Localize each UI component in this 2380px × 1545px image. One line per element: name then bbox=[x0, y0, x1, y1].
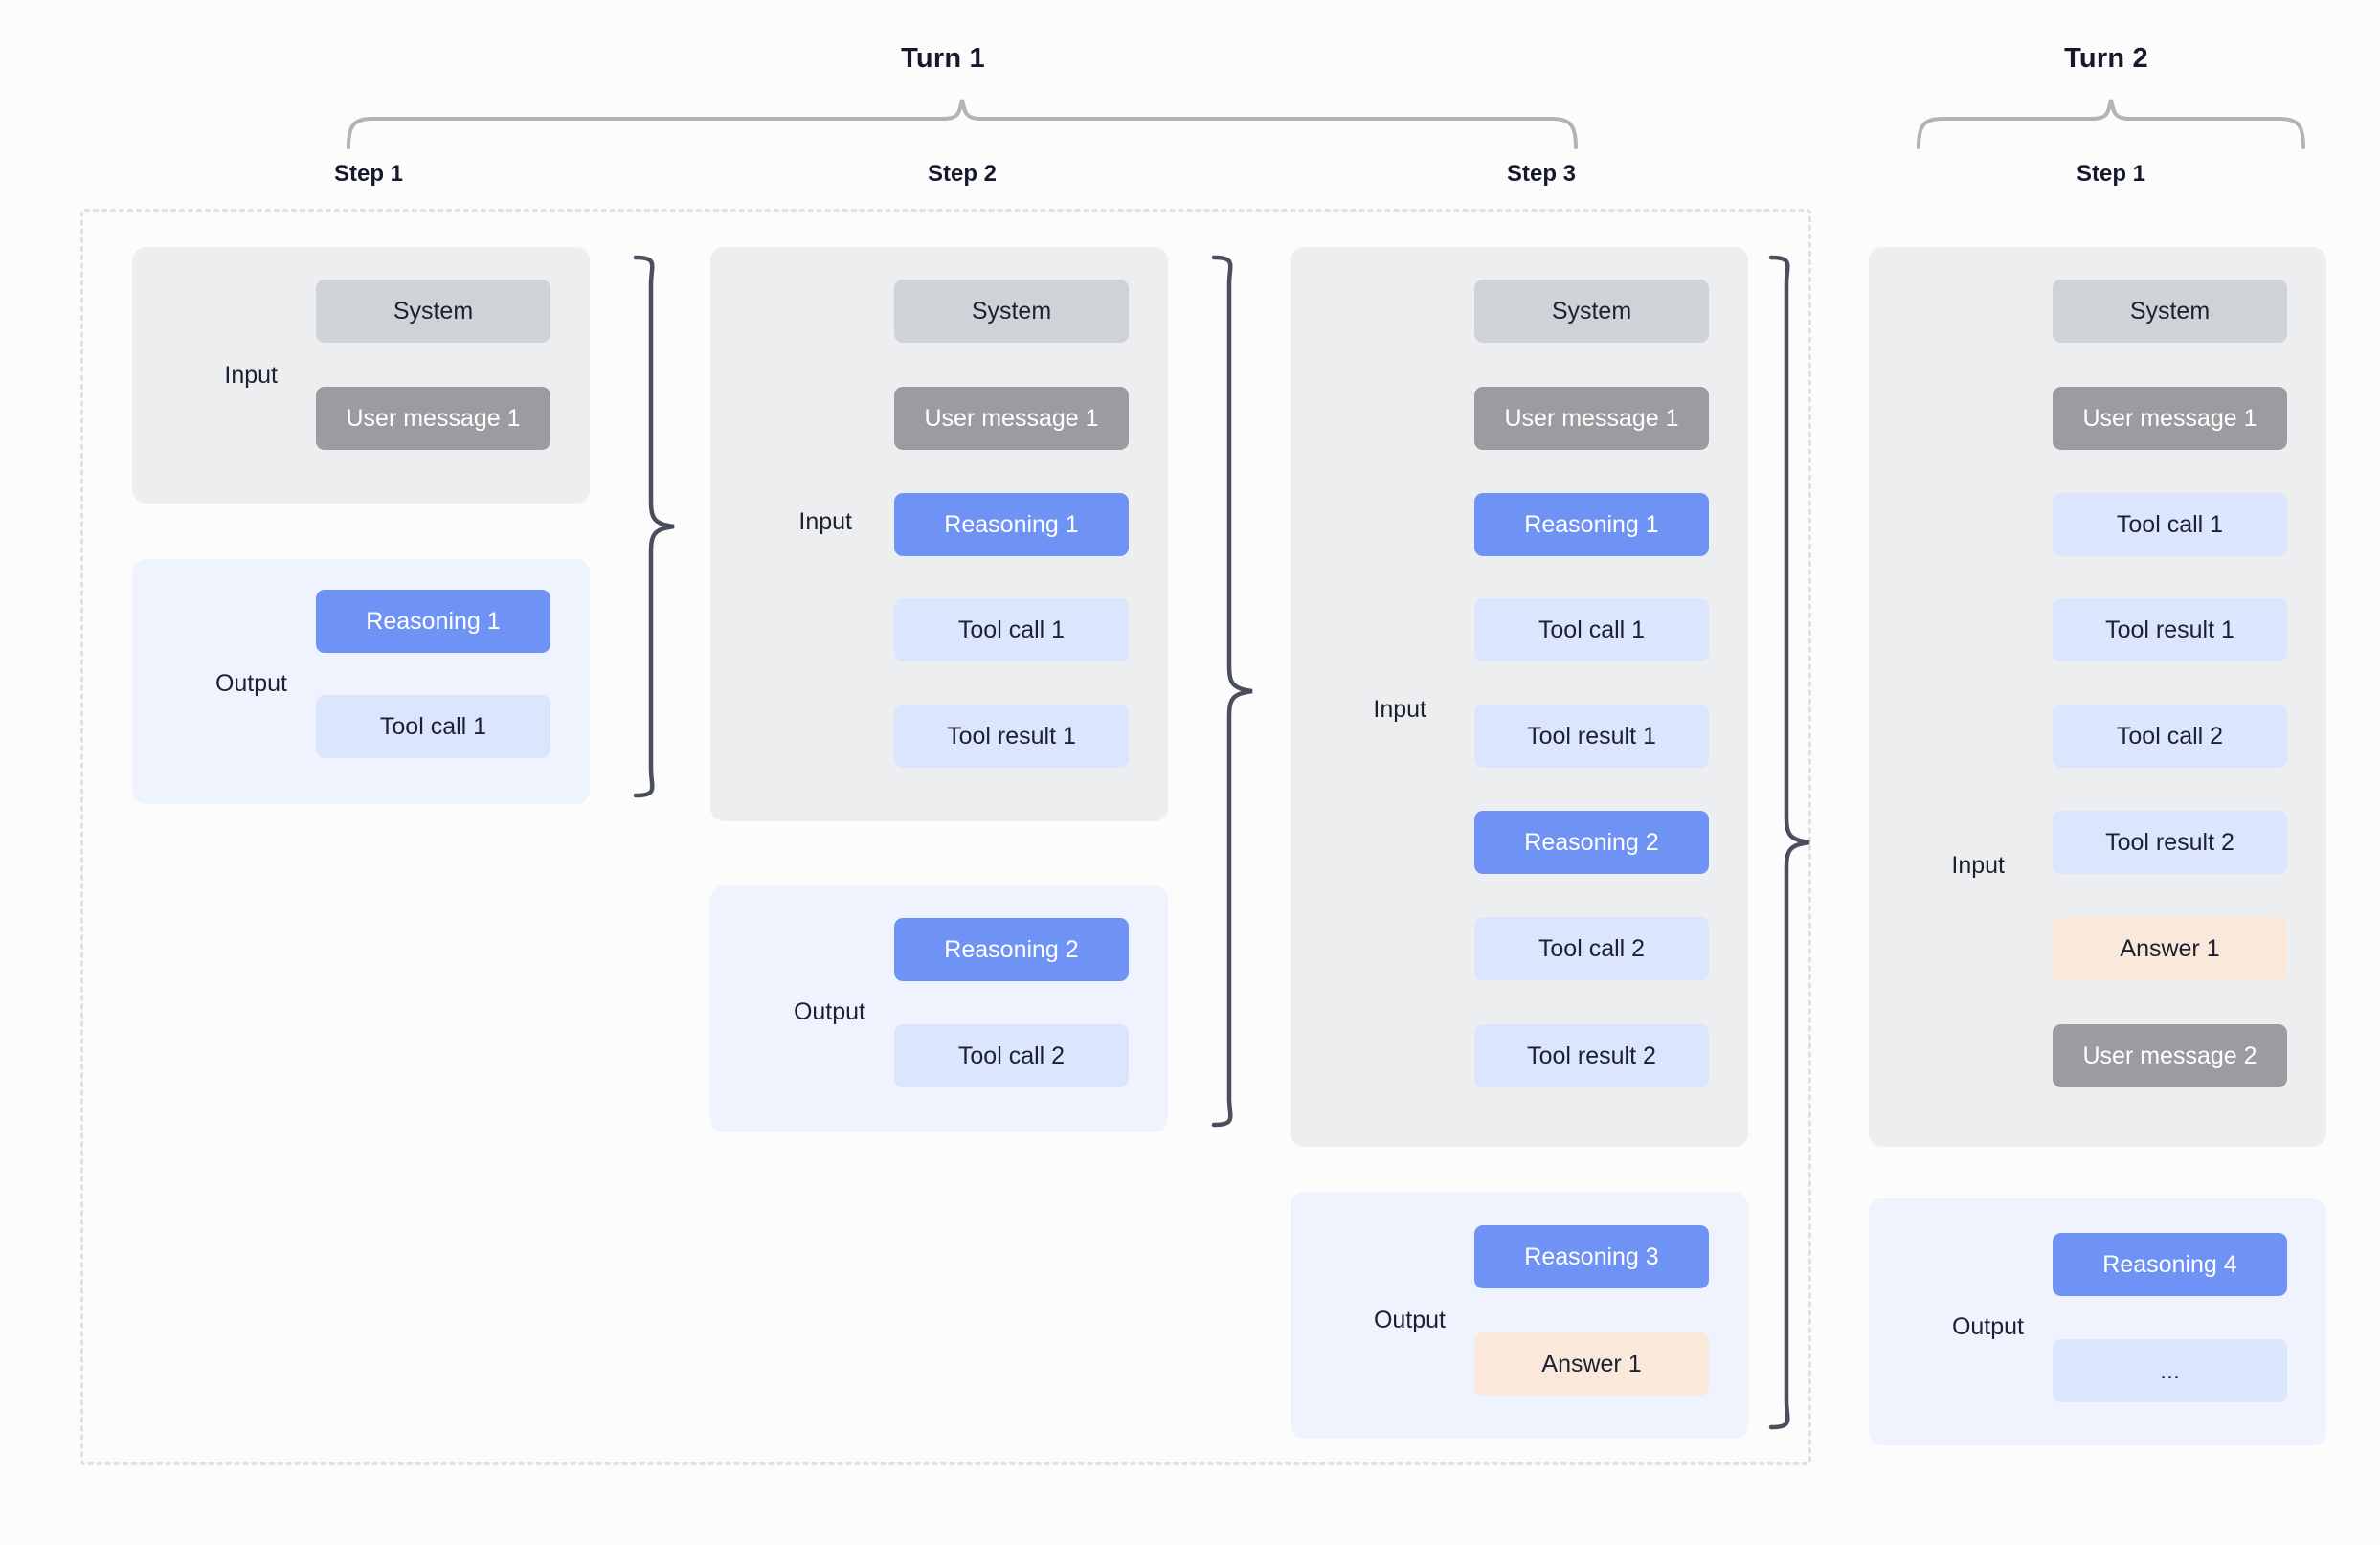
t1s1-output-block-1: Tool call 1 bbox=[316, 695, 550, 758]
t2s1-input-block-5: Tool result 2 bbox=[2053, 811, 2287, 874]
t1s3-input-block-3: Tool call 1 bbox=[1474, 598, 1709, 661]
t2s1-input-block-3: Tool result 1 bbox=[2053, 598, 2287, 661]
t1s2-input-block-2: Reasoning 1 bbox=[894, 493, 1129, 556]
t1s2-input-block-1: User message 1 bbox=[894, 387, 1129, 450]
t1s3-input-block-7: Tool result 2 bbox=[1474, 1024, 1709, 1087]
t2s1-output-block-0: Reasoning 4 bbox=[2053, 1233, 2287, 1296]
t1s2-input-block-4: Tool result 1 bbox=[894, 705, 1129, 768]
t1s3-output-block-1: Answer 1 bbox=[1474, 1332, 1709, 1396]
t1s1-output-label: Output bbox=[214, 670, 287, 697]
t1s3-input-block-5: Reasoning 2 bbox=[1474, 811, 1709, 874]
t1s3-output-block-0: Reasoning 3 bbox=[1474, 1225, 1709, 1288]
t1s3-input-block-0: System bbox=[1474, 280, 1709, 343]
t1s2-input-block-3: Tool call 1 bbox=[894, 598, 1129, 661]
t1s1-input-block-0: System bbox=[316, 280, 550, 343]
brace-step1-to-step2 bbox=[633, 255, 675, 798]
turn-1-title: Turn 1 bbox=[901, 43, 985, 74]
t1s3-output-label: Output bbox=[1373, 1307, 1446, 1333]
t2s1-input-panel bbox=[1869, 247, 2326, 1147]
t1s2-output-block-1: Tool call 2 bbox=[894, 1024, 1129, 1087]
t1s1-output-block-0: Reasoning 1 bbox=[316, 590, 550, 653]
t2s1-output-label: Output bbox=[1951, 1313, 2024, 1340]
step-label-t1s1: Step 1 bbox=[333, 161, 404, 187]
step-label-t2s1: Step 1 bbox=[2076, 161, 2146, 187]
t2s1-input-block-7: User message 2 bbox=[2053, 1024, 2287, 1087]
step-label-t1s2: Step 2 bbox=[927, 161, 998, 187]
t2s1-input-block-0: System bbox=[2053, 280, 2287, 343]
t2s1-input-block-6: Answer 1 bbox=[2053, 917, 2287, 980]
t1s3-input-block-2: Reasoning 1 bbox=[1474, 493, 1709, 556]
t2s1-input-label: Input bbox=[1951, 852, 2005, 879]
t1s3-input-block-6: Tool call 2 bbox=[1474, 917, 1709, 980]
t2s1-input-block-4: Tool call 2 bbox=[2053, 705, 2287, 768]
turn-1-region bbox=[80, 209, 1811, 1465]
t1s3-input-block-4: Tool result 1 bbox=[1474, 705, 1709, 768]
t2s1-input-block-1: User message 1 bbox=[2053, 387, 2287, 450]
t1s2-output-label: Output bbox=[793, 998, 865, 1025]
turn-2-brace bbox=[1917, 99, 2305, 149]
t1s3-input-label: Input bbox=[1373, 696, 1426, 723]
t2s1-input-block-2: Tool call 1 bbox=[2053, 493, 2287, 556]
t1s2-input-block-0: System bbox=[894, 280, 1129, 343]
t1s3-input-block-1: User message 1 bbox=[1474, 387, 1709, 450]
t1s2-input-label: Input bbox=[798, 508, 852, 535]
step-label-t1s3: Step 3 bbox=[1506, 161, 1577, 187]
brace-step2-to-step3 bbox=[1211, 255, 1253, 1128]
turn-2-title: Turn 2 bbox=[2064, 43, 2148, 74]
t1s1-input-block-1: User message 1 bbox=[316, 387, 550, 450]
t2s1-output-block-1: ... bbox=[2053, 1339, 2287, 1402]
t1s2-output-block-0: Reasoning 2 bbox=[894, 918, 1129, 981]
t1s1-input-label: Input bbox=[224, 362, 278, 389]
brace-turn1-to-turn2 bbox=[1768, 255, 1810, 1430]
turn-1-brace bbox=[347, 99, 1578, 149]
